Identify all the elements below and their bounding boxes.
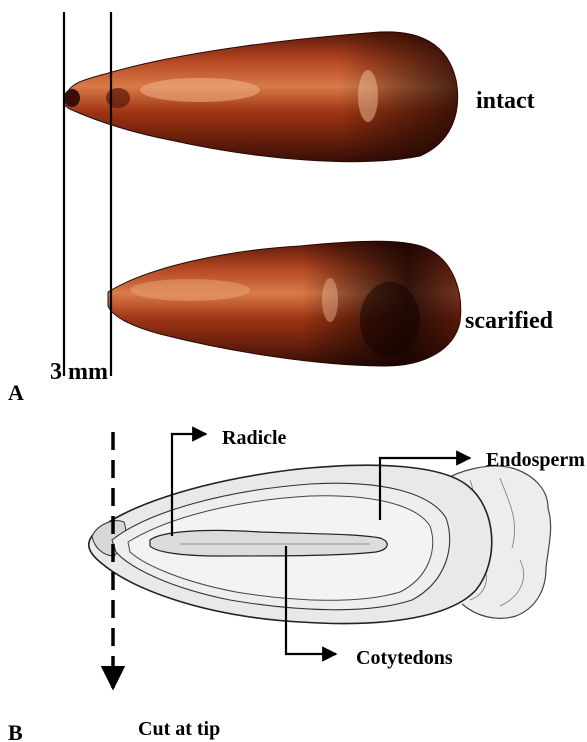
label-scarified: scarified	[465, 308, 554, 334]
label-cotyledons: Cotytedons	[356, 647, 453, 669]
panel-b: Radicle Endosperm Cotytedons Cut at tip …	[8, 427, 585, 742]
intact-seed	[64, 32, 458, 162]
panel-a-label: A	[8, 380, 24, 405]
scarified-seed	[108, 241, 461, 366]
label-radicle: Radicle	[222, 427, 287, 449]
seed-cross-section	[89, 465, 551, 623]
label-cut-at-tip: Cut at tip	[138, 718, 220, 740]
label-intact: intact	[476, 88, 535, 114]
scale-label: 3 mm	[50, 359, 108, 385]
panel-b-label: B	[8, 720, 23, 742]
label-endosperm: Endosperm	[486, 449, 585, 471]
panel-a: intact scarified 3 mm A	[8, 12, 554, 405]
